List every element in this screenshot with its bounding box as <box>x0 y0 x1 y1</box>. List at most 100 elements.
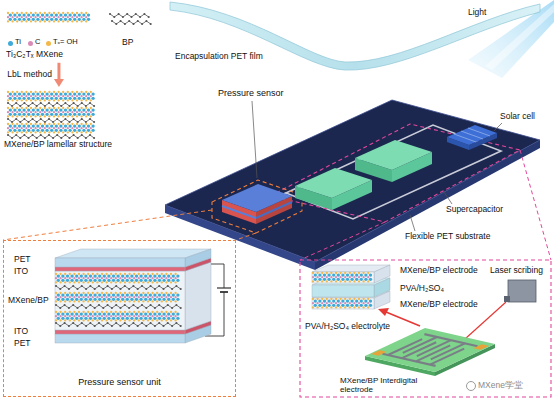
atom <box>64 129 67 132</box>
atom <box>73 13 76 16</box>
inset-frame <box>300 260 551 397</box>
atom <box>45 129 48 132</box>
bp-atom <box>180 325 182 327</box>
atom <box>105 311 107 313</box>
atom <box>69 311 71 313</box>
atom <box>18 92 21 95</box>
atom <box>57 298 60 301</box>
electrode-layer <box>374 265 390 283</box>
atom <box>90 99 92 101</box>
atom <box>78 108 81 111</box>
bp-atom <box>73 118 75 120</box>
atom <box>75 279 78 282</box>
atom <box>107 279 110 282</box>
atom <box>98 293 101 296</box>
part-label: PET <box>14 255 31 265</box>
board-top <box>365 328 495 372</box>
atom <box>50 129 53 132</box>
bp-atom <box>167 304 169 306</box>
bp-atom <box>11 137 13 139</box>
atom <box>121 312 124 315</box>
bp-atom <box>139 16 141 18</box>
atom <box>105 300 107 302</box>
atom <box>68 97 71 100</box>
atom <box>105 319 107 321</box>
atom <box>103 274 106 277</box>
atom <box>57 111 59 113</box>
bp-atom <box>111 20 113 22</box>
atom <box>360 299 363 302</box>
legend-swatch <box>8 41 13 46</box>
atom <box>16 20 18 22</box>
bp-atom <box>145 307 147 309</box>
bp-atom <box>89 304 91 306</box>
zoom-arrow <box>378 308 389 316</box>
atom <box>50 108 53 111</box>
atom <box>121 298 124 301</box>
atom <box>110 296 112 298</box>
atom <box>115 273 117 275</box>
atom <box>7 12 9 14</box>
atom <box>119 281 121 283</box>
atom <box>130 279 133 282</box>
ito-layer <box>55 267 185 271</box>
atom <box>161 296 163 298</box>
bp-atom <box>115 322 117 324</box>
atom <box>87 300 89 302</box>
atom <box>75 317 78 320</box>
atom <box>55 300 57 302</box>
atom <box>16 115 18 117</box>
bp-atom <box>81 285 83 287</box>
atom <box>367 280 369 282</box>
atom <box>36 13 39 16</box>
atom <box>156 300 158 302</box>
atom <box>350 273 353 276</box>
atom <box>73 92 76 95</box>
atom <box>360 273 363 276</box>
atom <box>321 276 323 278</box>
bp-atom <box>64 304 66 306</box>
atom <box>133 315 135 317</box>
atom <box>174 273 176 275</box>
atom <box>87 92 90 95</box>
atom <box>61 293 64 296</box>
atom <box>101 300 103 302</box>
atom <box>36 113 39 116</box>
atom <box>98 279 101 282</box>
atom <box>346 299 349 302</box>
atom <box>335 302 337 304</box>
atom <box>82 18 85 21</box>
atom <box>18 129 21 132</box>
bp-atom <box>72 322 74 324</box>
atom <box>78 124 81 127</box>
atom <box>11 107 13 109</box>
atom <box>9 97 12 100</box>
part-label: Flexible PET substrate <box>405 232 490 242</box>
atom <box>80 274 83 277</box>
atom <box>116 293 119 296</box>
atom <box>87 315 89 317</box>
atom <box>34 91 36 93</box>
atom <box>9 129 12 132</box>
atom <box>130 298 133 301</box>
node-text: Ti₃C₂Tₓ MXene <box>6 50 63 60</box>
atom <box>98 312 101 315</box>
atom <box>18 108 21 111</box>
atom <box>96 311 98 313</box>
atom <box>73 273 75 275</box>
atom <box>85 111 87 113</box>
atom <box>64 300 66 302</box>
bp-atom <box>52 121 54 123</box>
atom <box>41 13 44 16</box>
atom <box>62 111 64 113</box>
atom <box>316 298 318 300</box>
atom <box>73 296 75 298</box>
bp-atom <box>98 285 100 287</box>
atom <box>82 300 84 302</box>
bp-atom <box>94 307 96 309</box>
atom <box>62 99 64 101</box>
bp-atom <box>130 16 132 18</box>
bp-atom <box>64 118 66 120</box>
atom <box>21 107 23 109</box>
atom <box>312 272 314 274</box>
